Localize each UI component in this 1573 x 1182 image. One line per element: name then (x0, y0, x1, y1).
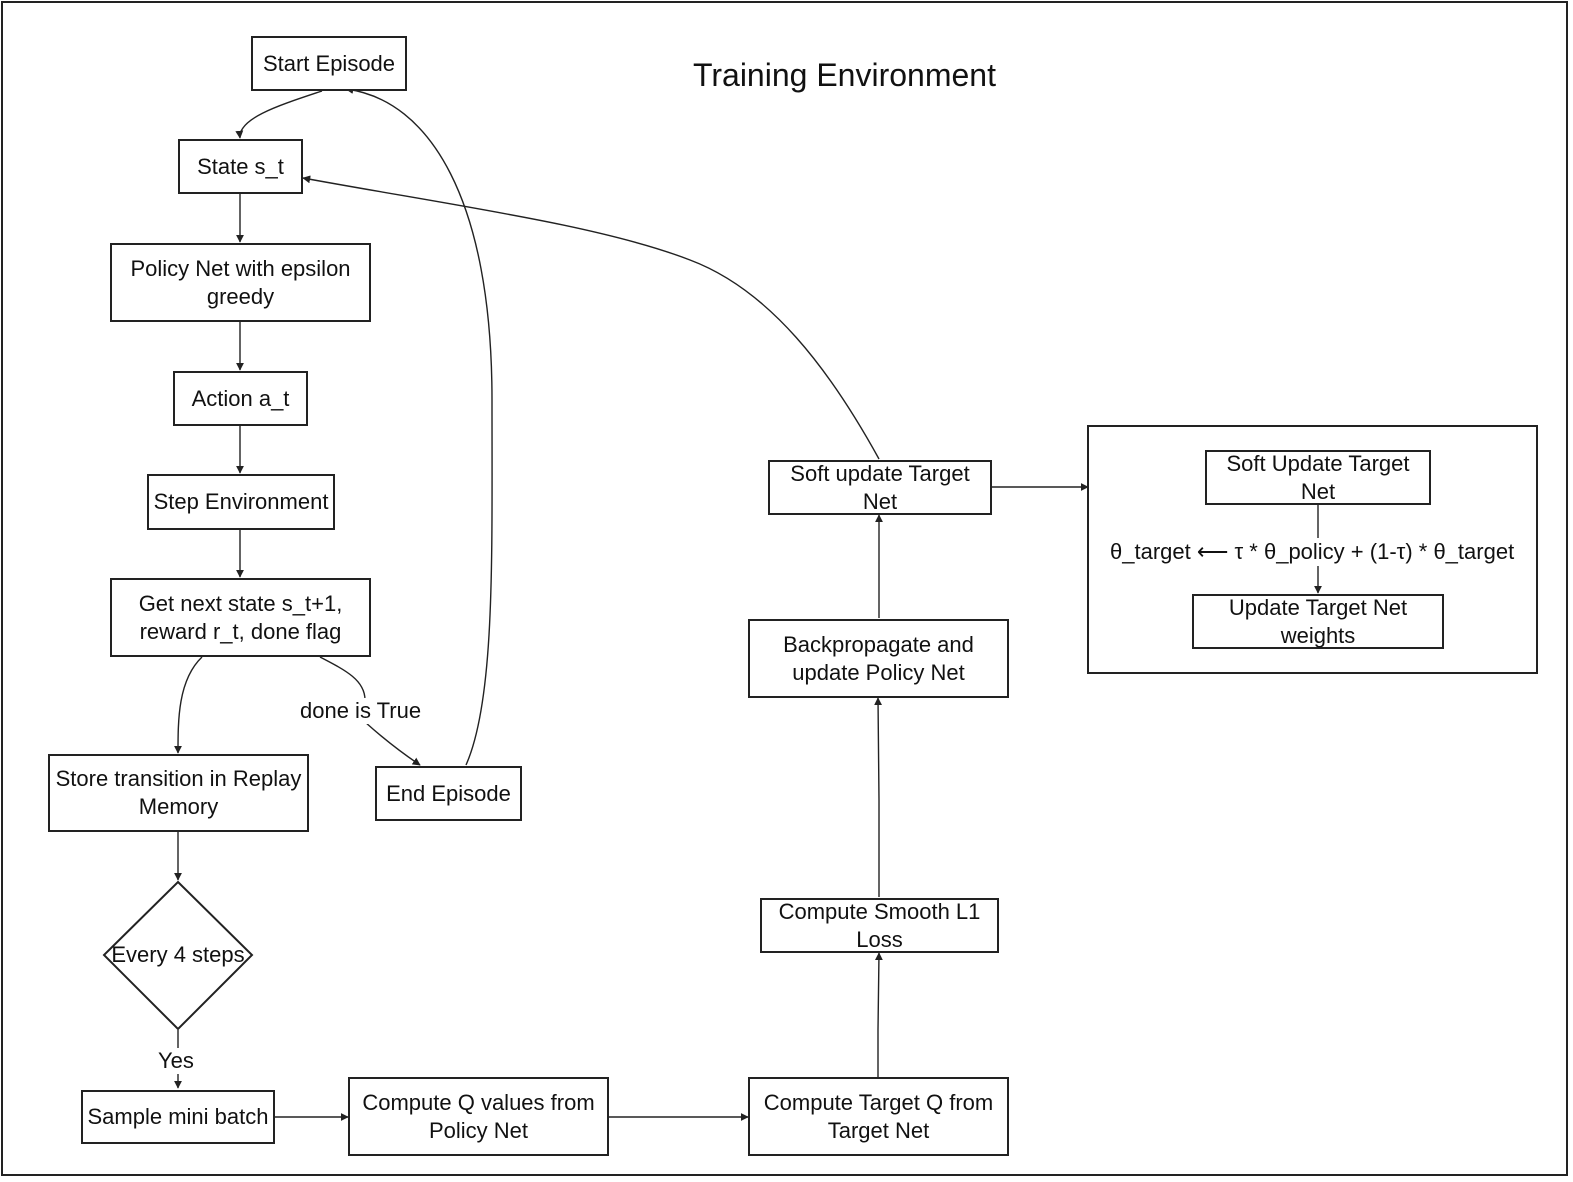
edge-start-to-state (235, 90, 323, 139)
edge-loss-to-backprop (874, 697, 883, 897)
node-soft-update: Soft update Target Net (768, 460, 992, 515)
node-store-transition: Store transition in Replay Memory (48, 754, 309, 832)
edge-label-done: done is True (300, 698, 422, 724)
edge-label-formula: θ_target ⟵ τ * θ_policy + (1-τ) * θ_targ… (1110, 539, 1515, 565)
edge-next-to-store (174, 656, 203, 754)
soft-update-detail-group (1087, 425, 1538, 674)
node-sample-batch: Sample mini batch (81, 1090, 275, 1144)
node-next-state: Get next state s_t+1, reward r_t, done f… (110, 578, 371, 657)
edge-next-to-end (319, 656, 420, 765)
edge-label-yes: Yes (158, 1048, 194, 1074)
node-state: State s_t (178, 139, 303, 194)
node-step-environment: Step Environment (147, 474, 335, 530)
edge-soft-to-state (302, 175, 880, 460)
node-compute-q: Compute Q values from Policy Net (348, 1077, 609, 1156)
diagram-title: Training Environment (693, 57, 996, 93)
decision-diamond (102, 880, 254, 1031)
node-detail-update-weights: Update Target Net weights (1192, 594, 1444, 649)
node-smooth-l1-loss: Compute Smooth L1 Loss (760, 898, 999, 953)
node-detail-soft-update: Soft Update Target Net (1205, 450, 1431, 505)
node-action: Action a_t (173, 371, 308, 426)
edge-target-to-loss (874, 952, 883, 1077)
node-backpropagate: Backpropagate and update Policy Net (748, 619, 1009, 698)
node-start-episode: Start Episode (251, 36, 407, 91)
decision-every-4-steps: Every 4 steps (111, 942, 245, 967)
node-compute-target-q: Compute Target Q from Target Net (748, 1077, 1009, 1156)
node-end-episode: End Episode (375, 766, 522, 821)
edge-end-to-start (345, 85, 493, 766)
node-policy-net: Policy Net with epsilon greedy (110, 243, 371, 322)
